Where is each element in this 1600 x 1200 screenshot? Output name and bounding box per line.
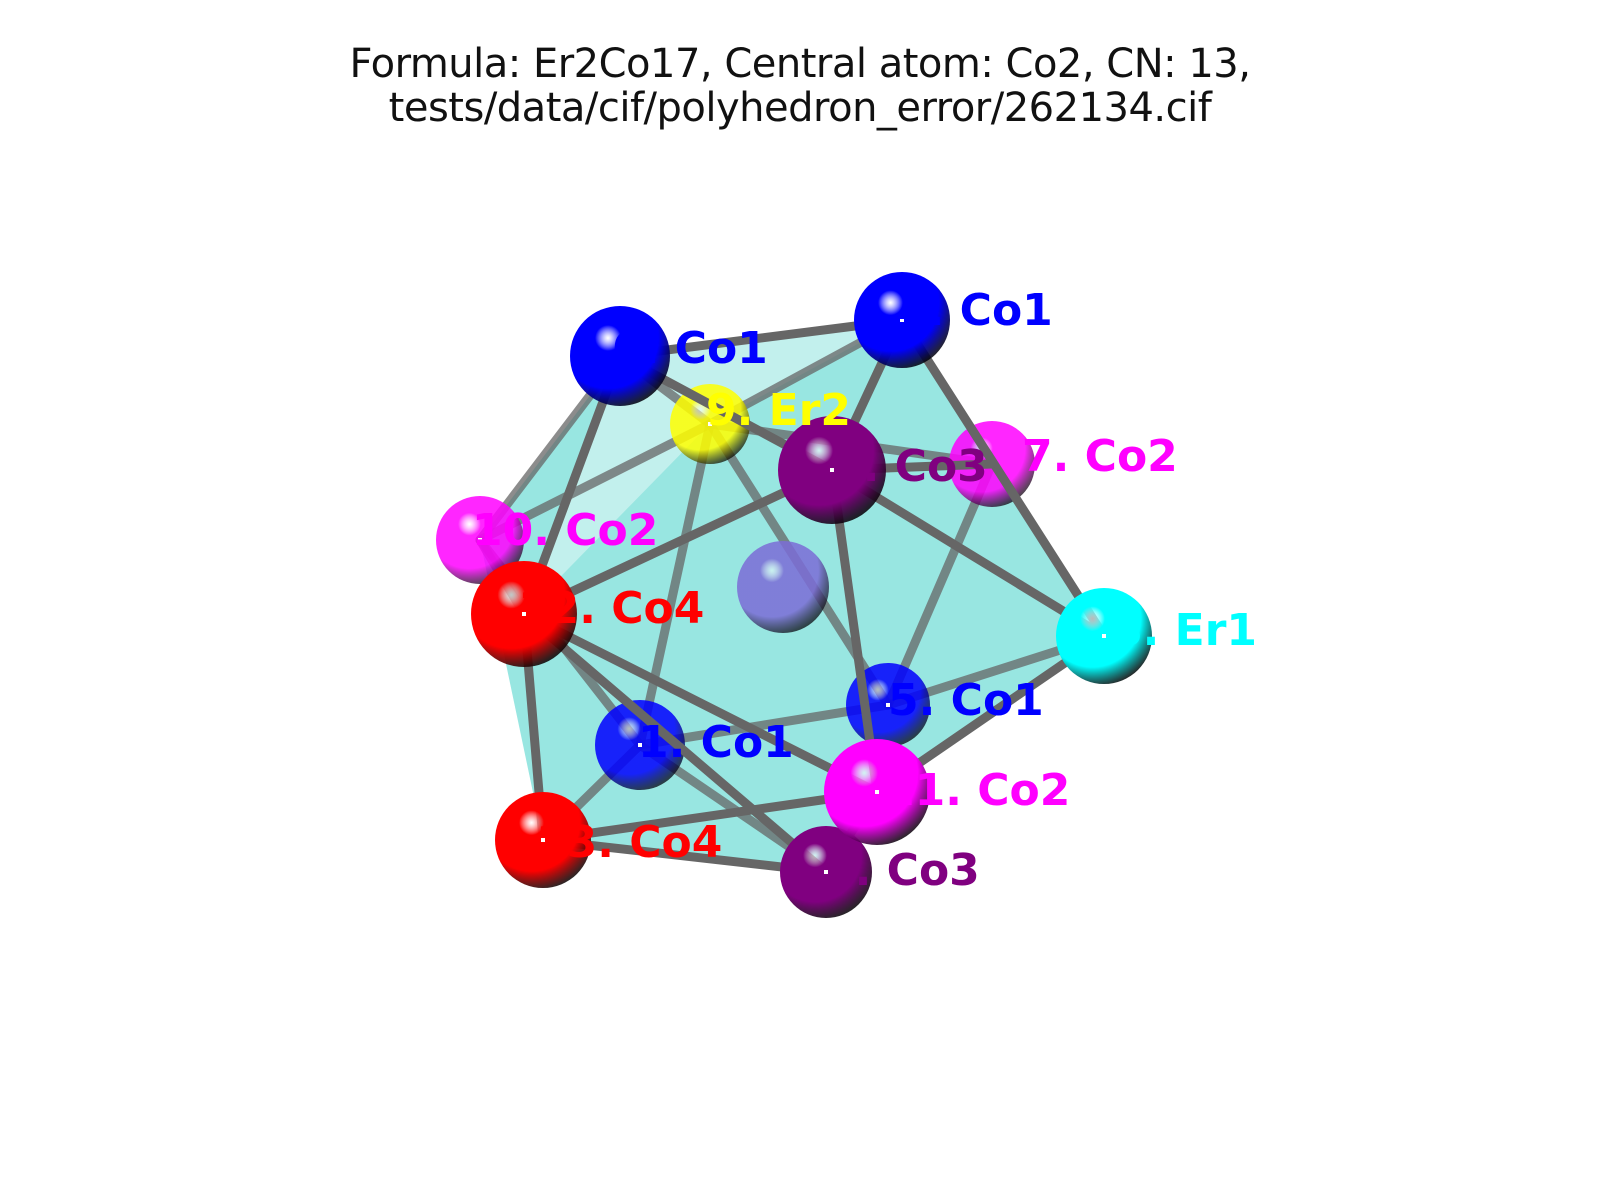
atom-label-11: 11. Co2: [884, 765, 1070, 816]
bond-4-8: [897, 315, 1109, 641]
title-line-2: tests/data/cif/polyhedron_error/262134.c…: [388, 85, 1212, 131]
atom-label-8: 8. Er1: [1112, 605, 1257, 656]
atom-label-4: 4. Co1: [897, 285, 1053, 336]
polyhedron-face: [888, 464, 1104, 705]
central-atom-sphere[interactable]: [737, 541, 829, 633]
atom-label-10: 10. Co2: [472, 505, 658, 556]
polyhedron-face: [524, 614, 877, 840]
bond-13-11: [538, 787, 882, 845]
atom-label-5: 5. Co1: [888, 675, 1044, 726]
bond-2-12: [519, 465, 837, 619]
atom-center-marker: [824, 870, 828, 874]
atom-center-marker: [900, 318, 904, 322]
back-atoms: [436, 384, 1035, 790]
figure-title: Formula: Er2Co17, Central atom: Co2, CN:…: [0, 42, 1600, 130]
bond-9-1: [635, 419, 715, 750]
atom-center-marker: [830, 468, 834, 472]
bond-12-11: [519, 609, 882, 797]
atom-center-marker: [638, 743, 642, 747]
polyhedron-face: [832, 320, 992, 470]
polyhedron-face: [480, 356, 710, 540]
bond-12-3: [519, 609, 831, 877]
atom-label-6: 6. Co1: [612, 323, 768, 374]
atom-center-marker: [522, 612, 526, 616]
atom-center-marker: [1102, 634, 1106, 638]
atom-label-13: 13. Co4: [536, 817, 722, 868]
title-line-1: Formula: Er2Co17, Central atom: Co2, CN:…: [349, 41, 1251, 87]
bond-5-7: [883, 459, 997, 710]
atom-center-marker: [478, 538, 482, 542]
atom-label-9: 9. Er2: [706, 385, 851, 436]
atom-center-marker: [618, 354, 622, 358]
front-atoms: [471, 272, 1152, 918]
atom-label-3: 3. Co3: [824, 845, 980, 896]
atom-label-1: 1. Co1: [638, 717, 794, 768]
bond-2-11: [827, 465, 882, 797]
central-atom-layer: [737, 541, 829, 633]
atom-center-marker: [708, 422, 712, 426]
atom-label-7: 7. Co2: [1022, 431, 1178, 482]
atom-label-12: 12. Co4: [518, 583, 704, 634]
atom-center-marker: [886, 703, 890, 707]
atom-center-marker: [541, 838, 545, 842]
atom-label-2: 2. Co3: [832, 441, 988, 492]
atom-labels: 1. Co1 2. Co3 3. Co3 4. Co1 5. Co1 6. Co1 7. C…: [472, 285, 1257, 896]
atom-center-marker: [875, 790, 879, 794]
polyhedron-face: [524, 424, 832, 614]
